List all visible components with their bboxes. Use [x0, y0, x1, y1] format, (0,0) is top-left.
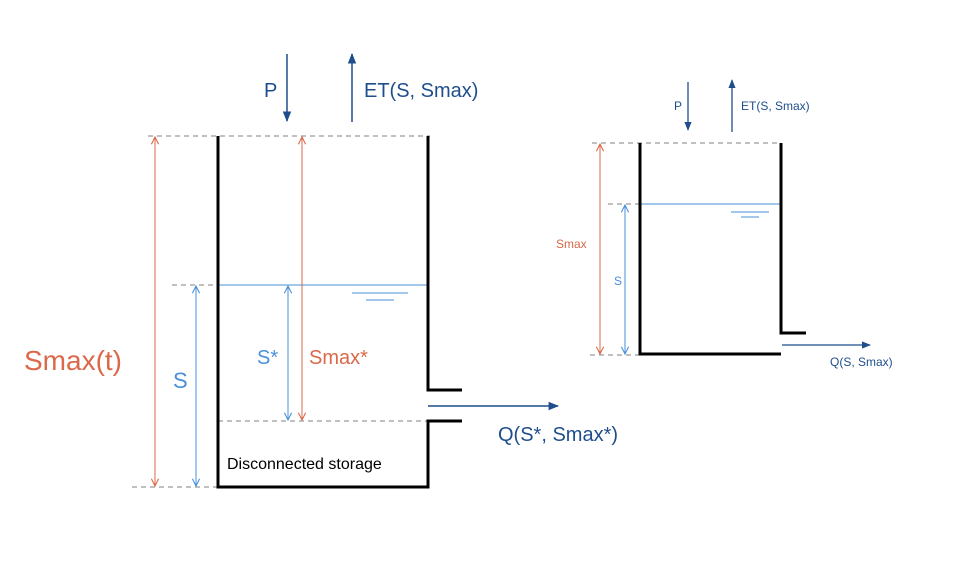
small-bucket-wall-right	[779, 143, 806, 335]
precip-label: P	[264, 80, 277, 102]
large-bucket: P ET(S, Smax) Smax(t) S S* Smax* Q(S*, S…	[24, 52, 618, 489]
small-bucket: P ET(S, Smax) Smax S Q(S, Smax)	[556, 79, 893, 369]
smaxstar-label: Smax*	[309, 347, 368, 369]
sstar-label: S*	[257, 347, 278, 369]
s-label: S	[173, 368, 188, 393]
small-outflow-label: Q(S, Smax)	[830, 355, 893, 369]
small-et-label: ET(S, Smax)	[741, 99, 810, 113]
small-s-label: S	[614, 274, 622, 288]
smax-t-label: Smax(t)	[24, 345, 122, 376]
small-precip-label: P	[674, 99, 682, 113]
small-smax-label: Smax	[556, 237, 587, 251]
large-bucket-wall-right	[426, 136, 462, 392]
et-label: ET(S, Smax)	[364, 80, 478, 102]
outflow-label: Q(S*, Smax*)	[498, 424, 618, 446]
small-bucket-wall	[638, 143, 781, 356]
disconnected-storage-label: Disconnected storage	[227, 456, 382, 473]
large-bucket-wall	[216, 136, 462, 489]
